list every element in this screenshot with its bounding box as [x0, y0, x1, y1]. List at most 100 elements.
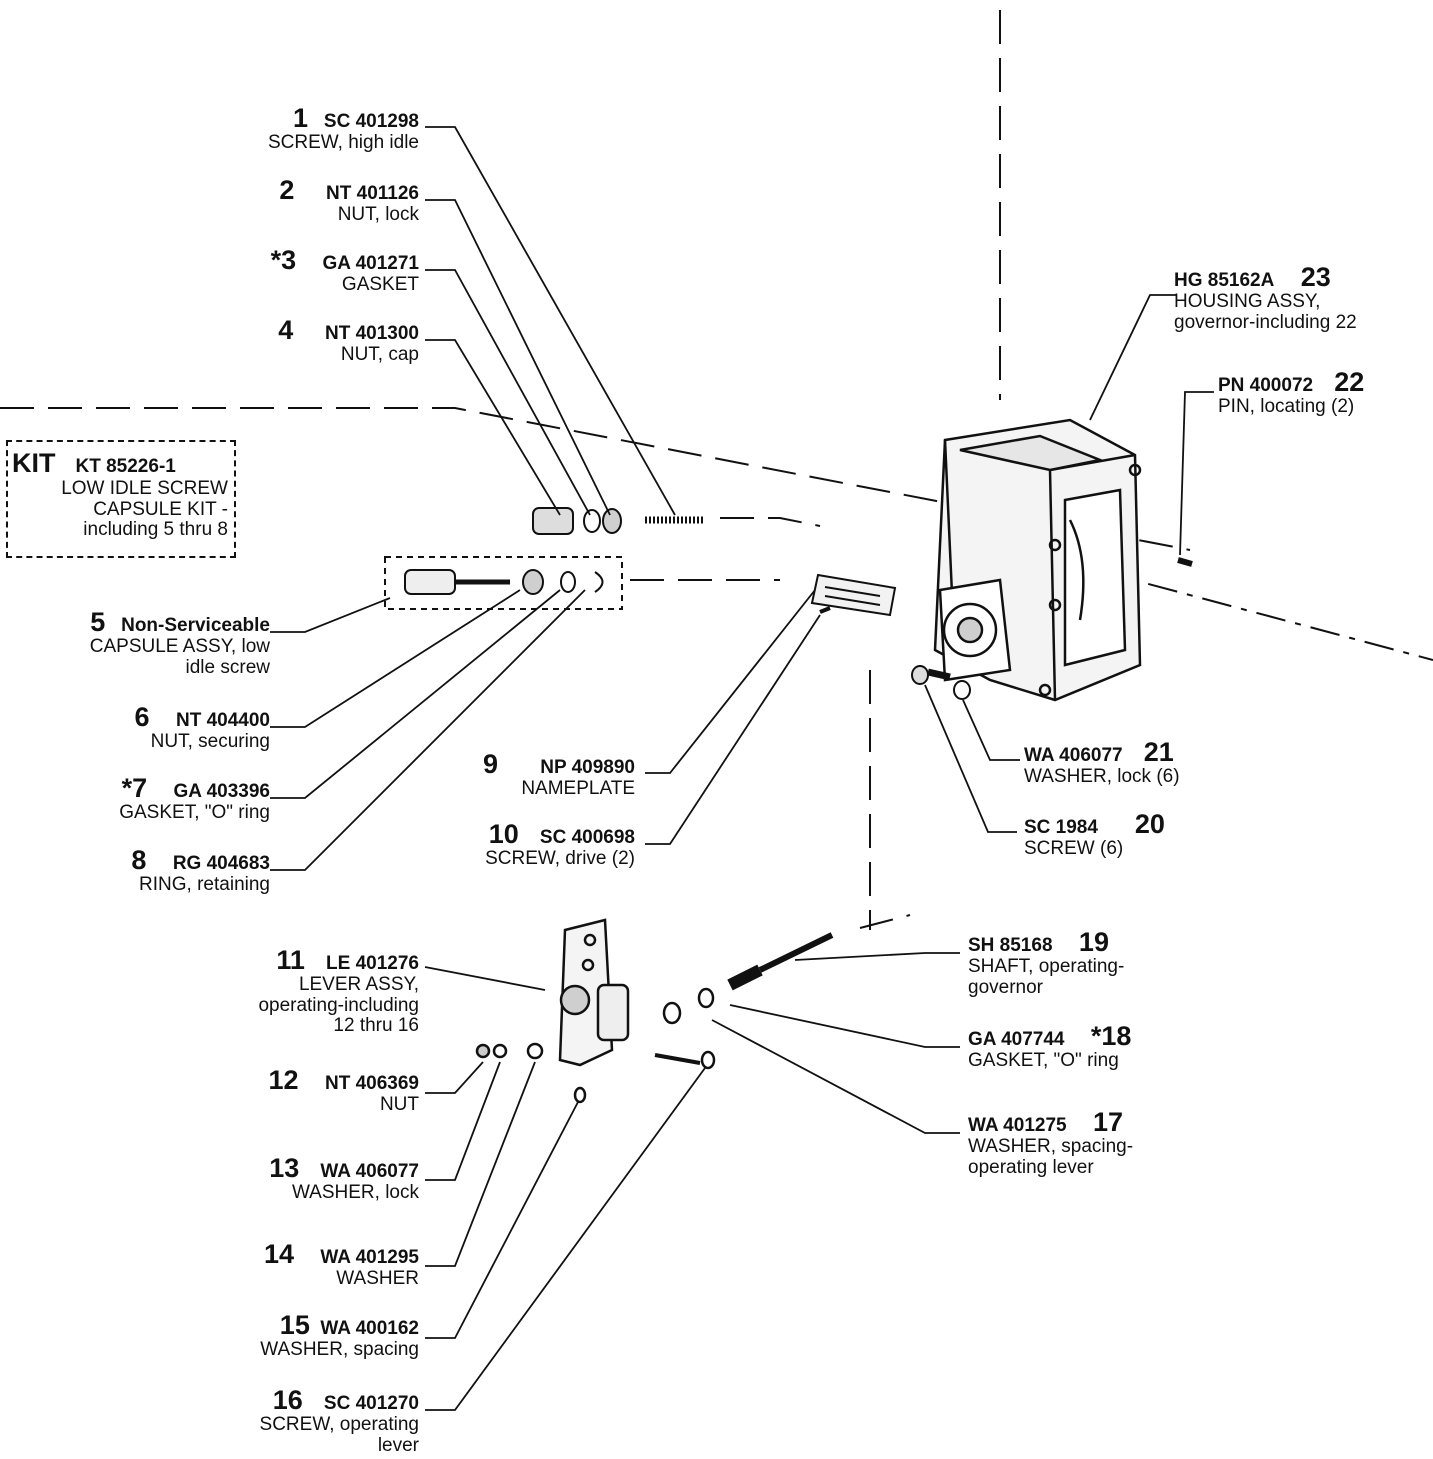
center-lines	[0, 10, 1433, 930]
part-number: WA 401275	[968, 1115, 1067, 1136]
part-description: 12 thru 16	[333, 1015, 419, 1037]
part-number: NT 401126	[326, 183, 419, 204]
part-number: NP 409890	[540, 757, 635, 778]
item-number: 22	[1334, 367, 1365, 397]
capsule-kit-drawing	[384, 556, 623, 610]
part-number: SC 1984	[1024, 817, 1098, 838]
part-number: SC 400698	[539, 827, 635, 848]
part-description: NUT, cap	[340, 344, 419, 366]
item-number: 14	[263, 1239, 294, 1269]
nameplate-drawing	[810, 573, 897, 617]
part-description: RING, retaining	[139, 874, 270, 896]
item-number: 17	[1093, 1107, 1124, 1137]
part-label-3: *3 GA 401271 GASKET	[271, 245, 419, 296]
part-label-16: 16 SC 401270 SCREW, operating lever	[259, 1385, 419, 1456]
leader-lines	[270, 126, 1214, 1411]
part-description: GASKET, "O" ring	[119, 802, 270, 824]
governor-housing-drawing	[933, 418, 1142, 702]
part-label-4: 4 NT 401300 NUT, cap	[278, 315, 419, 366]
part-number: PN 400072	[1218, 375, 1314, 396]
part-description: GASKET	[341, 274, 419, 296]
part-number: Non-Serviceable	[121, 615, 270, 636]
item-number: 23	[1300, 262, 1331, 292]
part-label-21: WA 406077 21 WASHER, lock (6)	[1024, 737, 1180, 788]
part-number: WA 400162	[320, 1318, 419, 1339]
item-number: 21	[1143, 737, 1174, 767]
part-description: NUT, securing	[150, 731, 270, 753]
item-number: *7	[121, 773, 148, 803]
part-label-1: 1 SC 401298 SCREW, high idle	[268, 103, 419, 154]
kit-line: LOW IDLE SCREW	[61, 478, 228, 499]
part-description: NUT	[379, 1094, 419, 1116]
part-label-7: *7 GA 403396 GASKET, "O" ring	[119, 773, 270, 824]
part-description: SCREW, operating	[259, 1414, 419, 1436]
item-number: 9	[483, 749, 499, 779]
part-description: governor	[968, 976, 1043, 998]
part-number: RG 404683	[172, 853, 270, 874]
part-description: WASHER, lock (6)	[1024, 766, 1180, 788]
part-label-22: PN 400072 22 PIN, locating (2)	[1218, 367, 1365, 418]
item-number: 19	[1078, 927, 1109, 957]
item-number: 1	[293, 103, 309, 133]
part-number: HG 85162A	[1174, 270, 1275, 291]
item-number: 10	[488, 819, 519, 849]
item-number: 16	[272, 1385, 303, 1415]
part-number: GA 401271	[322, 253, 419, 274]
part-number: NT 401300	[324, 323, 419, 344]
part-description: WASHER, spacing	[260, 1339, 419, 1361]
kit-line: including 5 thru 8	[83, 519, 228, 541]
item-number: 20	[1134, 809, 1165, 839]
part-description: SCREW, drive (2)	[485, 848, 635, 870]
part-label-12: 12 NT 406369 NUT	[268, 1065, 419, 1116]
part-label-15: 15 WA 400162 WASHER, spacing	[260, 1310, 419, 1361]
part-number: GA 407744	[968, 1029, 1065, 1050]
part-label-23: HG 85162A 23 HOUSING ASSY, governor-incl…	[1174, 262, 1357, 333]
part-label-6: 6 NT 404400 NUT, securing	[134, 702, 270, 753]
screw-washer-drawing	[911, 665, 971, 700]
part-number: NT 406369	[324, 1073, 419, 1094]
part-description: lever	[377, 1434, 419, 1456]
idle-screw-stack-drawing	[532, 507, 821, 535]
part-description: LEVER ASSY,	[298, 974, 419, 996]
part-description: operating-including	[258, 994, 419, 1016]
part-description: WASHER, lock	[291, 1182, 419, 1204]
part-description: operating lever	[968, 1156, 1094, 1178]
part-label-11: 11 LE 401276 LEVER ASSY, operating-inclu…	[258, 945, 419, 1037]
part-description: idle screw	[185, 656, 270, 678]
part-description: NUT, lock	[337, 204, 419, 226]
part-number: NT 404400	[175, 710, 270, 731]
item-number: 13	[269, 1153, 300, 1183]
part-description: governor-including 22	[1174, 311, 1357, 333]
item-number: 12	[268, 1065, 299, 1095]
part-number: LE 401276	[326, 953, 419, 974]
part-label-8: 8 RG 404683 RING, retaining	[131, 845, 270, 896]
part-number: WA 401295	[320, 1247, 419, 1268]
part-label-5: 5 Non-Serviceable CAPSULE ASSY, low idle…	[90, 607, 270, 678]
item-number: 4	[278, 315, 294, 345]
part-label-10: 10 SC 400698 SCREW, drive (2)	[485, 819, 635, 870]
part-number: GA 403396	[173, 781, 270, 802]
part-description: WASHER	[336, 1268, 419, 1290]
part-label-2: 2 NT 401126 NUT, lock	[279, 175, 419, 226]
part-number: SH 85168	[968, 935, 1053, 956]
part-number: WA 406077	[320, 1161, 419, 1182]
item-number: 11	[276, 945, 305, 975]
lever-assembly-drawing	[475, 918, 834, 1104]
part-description: NAMEPLATE	[521, 778, 635, 800]
part-label-17: WA 401275 17 WASHER, spacing- operating …	[968, 1107, 1134, 1178]
item-number: *18	[1090, 1021, 1132, 1051]
item-number: 6	[134, 702, 150, 732]
item-number: 8	[131, 845, 147, 875]
part-description: SHAFT, operating-	[968, 956, 1125, 978]
part-number: SC 401298	[323, 111, 419, 132]
kit-line: CAPSULE KIT -	[93, 498, 228, 520]
part-description: GASKET, "O" ring	[968, 1050, 1119, 1072]
part-description: WASHER, spacing-	[968, 1136, 1134, 1158]
part-label-13: 13 WA 406077 WASHER, lock	[269, 1153, 419, 1204]
part-label-14: 14 WA 401295 WASHER	[263, 1239, 419, 1290]
locating-pin-drawing	[1177, 557, 1193, 567]
part-number: WA 406077	[1024, 745, 1123, 766]
